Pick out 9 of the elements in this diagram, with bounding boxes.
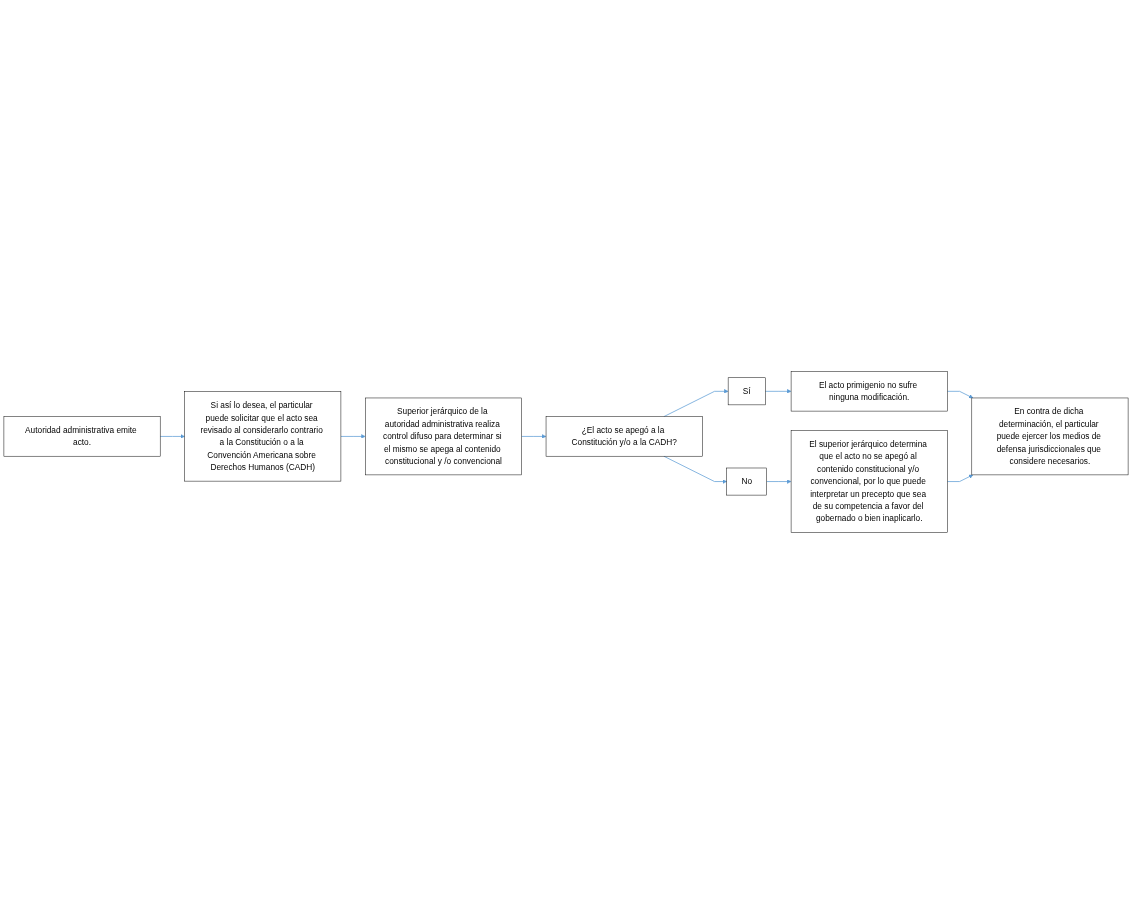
node-box: No xyxy=(726,467,767,496)
node-box: En contra de dicha determinación, el particular puede ejercer los medios de defensa jurisdiccionales que considere necesarios. xyxy=(971,397,1129,476)
node-box: El superior jerárquico determina que el acto no se apegó al contenido constitucional y/o convencional, por lo que puede interpretar un precepto que sea de su competencia a favor del gobernado o bien inaplicarlo. xyxy=(790,430,948,533)
node-box: El acto primigenio no sufre ninguna modificación. xyxy=(790,371,948,412)
node-box: ¿El acto se apegó a la Constitución y/o a la CADH? xyxy=(545,416,703,457)
node-box: Sí xyxy=(727,377,766,406)
node-box: Si así lo desea, el particular puede solicitar que el acto sea revisado al considerarlo contrario a la Constitución o a la Convención Americana sobre Derechos Humanos (CADH) xyxy=(184,391,342,482)
node-box: Superior jerárquico de la autoridad administrativa realiza control difuso para determinar si el mismo se apega al contenido constitucional y /o convencional xyxy=(365,397,522,476)
node-box: Autoridad administrativa emite acto. xyxy=(3,416,161,457)
